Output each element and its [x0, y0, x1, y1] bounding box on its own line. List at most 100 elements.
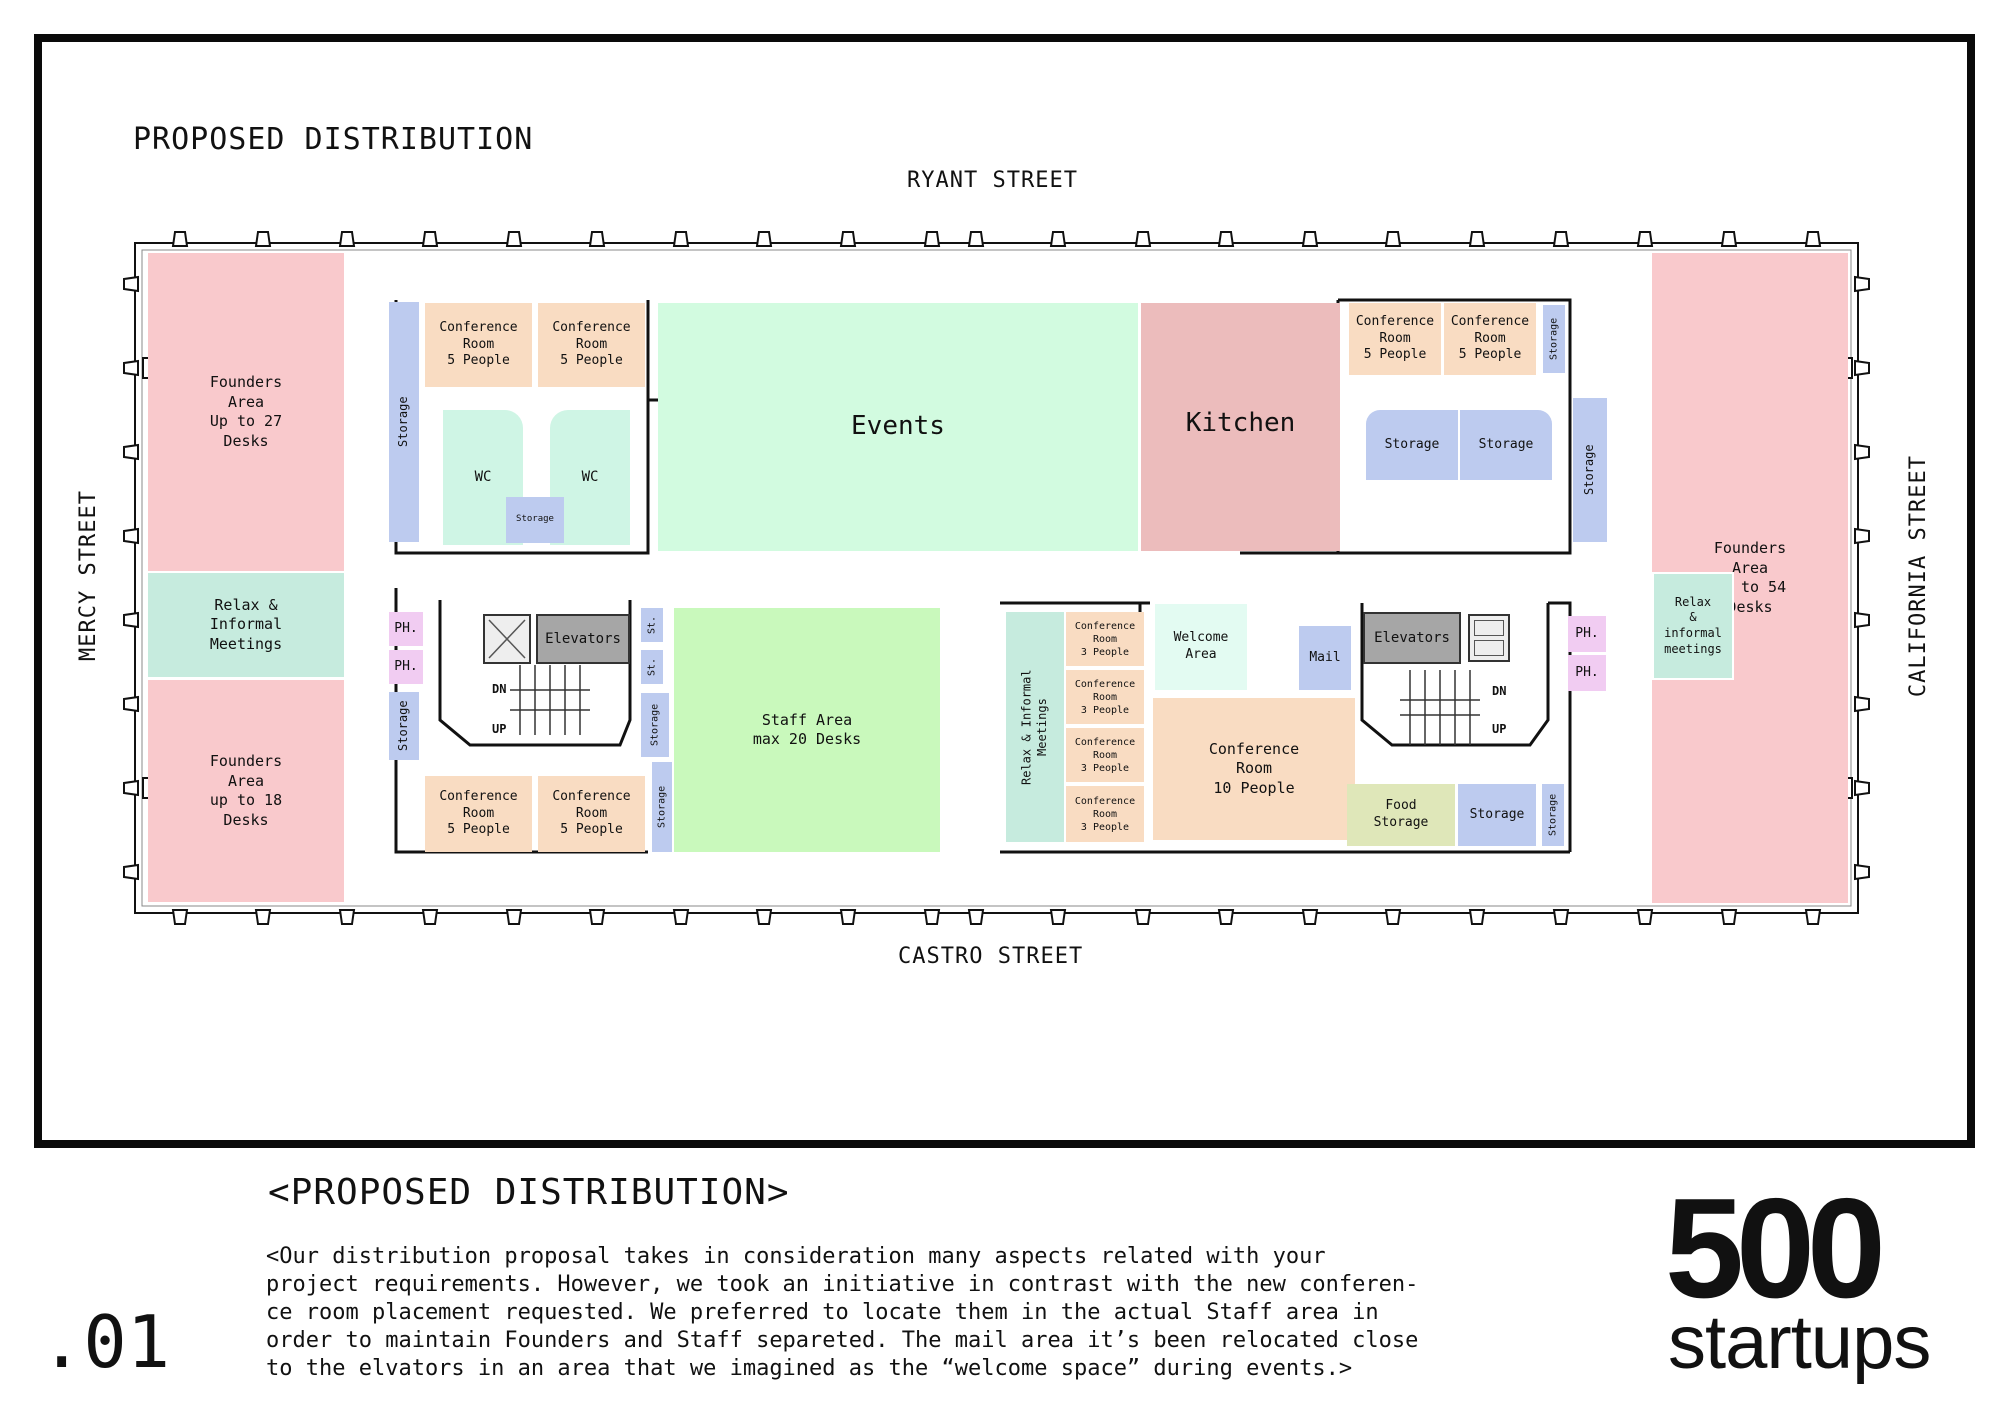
- conference-room-3-b: Conference Room 3 People: [1066, 670, 1144, 724]
- storage-ne-a: Storage: [1366, 410, 1458, 480]
- window-marker: [672, 231, 690, 247]
- window-marker: [123, 275, 139, 293]
- phone-booth-sw-a: PH.: [389, 612, 423, 646]
- drawing-frame: [34, 34, 1975, 1148]
- window-marker: [1217, 231, 1235, 247]
- east-staircase: [1400, 670, 1480, 745]
- window-marker: [123, 863, 139, 881]
- window-marker: [123, 527, 139, 545]
- window-marker: [1804, 909, 1822, 925]
- window-markers-top: [171, 231, 1822, 247]
- phone-booth-sw-b: PH.: [389, 650, 423, 684]
- window-markers-right: [1854, 275, 1870, 881]
- stair-up-east: UP: [1492, 722, 1507, 736]
- window-marker: [1636, 909, 1654, 925]
- conference-room-5-nw-a: Conference Room 5 People: [425, 303, 532, 387]
- window-marker: [1854, 359, 1870, 377]
- window-marker: [1049, 231, 1067, 247]
- window-marker: [1468, 909, 1486, 925]
- window-marker: [1217, 909, 1235, 925]
- window-marker: [1854, 695, 1870, 713]
- relax-informal-meetings-east: Relax & informal meetings: [1652, 572, 1734, 680]
- storage-northwest: Storage: [389, 302, 419, 542]
- mail-room: Mail: [1299, 626, 1351, 690]
- paragraph-line: project requirements. However, we took a…: [266, 1272, 1419, 1297]
- stair-down-east: DN: [1492, 684, 1507, 698]
- window-marker: [1384, 909, 1402, 925]
- phone-booth-se-a: PH.: [1568, 616, 1606, 652]
- staff-area: Staff Area max 20 Desks: [674, 608, 940, 852]
- window-markers-left: [123, 275, 139, 881]
- window-marker: [1804, 231, 1822, 247]
- conference-room-5-ne-a: Conference Room 5 People: [1349, 303, 1441, 375]
- conference-room-5-ne-b: Conference Room 5 People: [1444, 303, 1536, 375]
- window-marker: [1301, 909, 1319, 925]
- conference-room-3-c: Conference Room 3 People: [1066, 728, 1144, 782]
- elevator-shaft-west: [483, 614, 531, 664]
- plan-title: PROPOSED DISTRIBUTION: [133, 122, 534, 157]
- window-marker: [1134, 231, 1152, 247]
- window-marker: [254, 909, 272, 925]
- window-marker: [1552, 231, 1570, 247]
- window-marker: [1636, 231, 1654, 247]
- north-street-label: RYANT STREET: [907, 168, 1078, 193]
- building-outer-wall: [134, 242, 1859, 914]
- window-marker: [123, 779, 139, 797]
- stair-down-west: DN: [492, 682, 507, 696]
- window-marker: [1854, 611, 1870, 629]
- conference-room-3-a: Conference Room 3 People: [1066, 612, 1144, 666]
- stair-up-west: UP: [492, 722, 507, 736]
- paragraph-line: <Our distribution proposal takes in cons…: [266, 1244, 1326, 1269]
- storage-small-nw: Storage: [506, 497, 564, 543]
- window-marker: [967, 231, 985, 247]
- window-marker: [1384, 231, 1402, 247]
- window-marker: [839, 909, 857, 925]
- window-marker: [421, 909, 439, 925]
- storage-ne-vertical: Storage: [1573, 398, 1607, 542]
- window-marker: [338, 231, 356, 247]
- window-markers-bottom: [171, 909, 1822, 925]
- window-marker: [171, 231, 189, 247]
- page-number: .01: [40, 1300, 171, 1384]
- conference-room-3-d: Conference Room 3 People: [1066, 786, 1144, 842]
- west-staircase: [510, 665, 590, 735]
- window-marker: [1854, 527, 1870, 545]
- conference-room-5-nw-b: Conference Room 5 People: [538, 303, 645, 387]
- relax-informal-meetings-west: Relax & Informal Meetings: [148, 573, 344, 677]
- relax-informal-meetings-center: Relax & Informal Meetings: [1006, 612, 1064, 842]
- founders-area-west-bottom: Founders Area up to 18 Desks: [148, 680, 344, 902]
- window-marker: [755, 231, 773, 247]
- food-storage: Food Storage: [1347, 784, 1455, 846]
- window-marker: [123, 611, 139, 629]
- window-marker: [923, 231, 941, 247]
- window-marker: [254, 231, 272, 247]
- window-marker: [755, 909, 773, 925]
- phone-booth-se-b: PH.: [1568, 655, 1606, 691]
- window-marker: [1720, 231, 1738, 247]
- south-street-label: CASTRO STREET: [898, 944, 1084, 969]
- storage-se-small: Storage: [1542, 784, 1564, 846]
- logo-wordmark: startups: [1668, 1300, 1931, 1385]
- conference-room-5-sw-b: Conference Room 5 People: [538, 776, 645, 852]
- window-marker: [421, 231, 439, 247]
- window-marker: [1854, 779, 1870, 797]
- storage-ne-small: Storage: [1543, 305, 1565, 373]
- elevator-car-icon: [1474, 620, 1504, 636]
- window-marker: [171, 909, 189, 925]
- storage-se: Storage: [1458, 784, 1536, 846]
- events-area: Events: [658, 303, 1138, 551]
- logo-number: 500: [1665, 1169, 1886, 1328]
- description-paragraph: <Our distribution proposal takes in cons…: [266, 1243, 1496, 1383]
- window-marker: [123, 695, 139, 713]
- paragraph-line: ce room placement requested. We preferre…: [266, 1300, 1379, 1325]
- elevator-cross-icon: [488, 619, 526, 659]
- paragraph-line: to the elvators in an area that we imagi…: [266, 1356, 1353, 1381]
- window-marker: [1468, 231, 1486, 247]
- elevator-car-icon: [1474, 640, 1504, 656]
- window-marker: [923, 909, 941, 925]
- storage-sw-vertical: Storage: [389, 692, 419, 760]
- window-marker: [1552, 909, 1570, 925]
- storage-ne-b: Storage: [1460, 410, 1552, 480]
- storage-sw-strip: Storage: [652, 762, 672, 852]
- section-heading: <PROPOSED DISTRIBUTION>: [268, 1172, 790, 1213]
